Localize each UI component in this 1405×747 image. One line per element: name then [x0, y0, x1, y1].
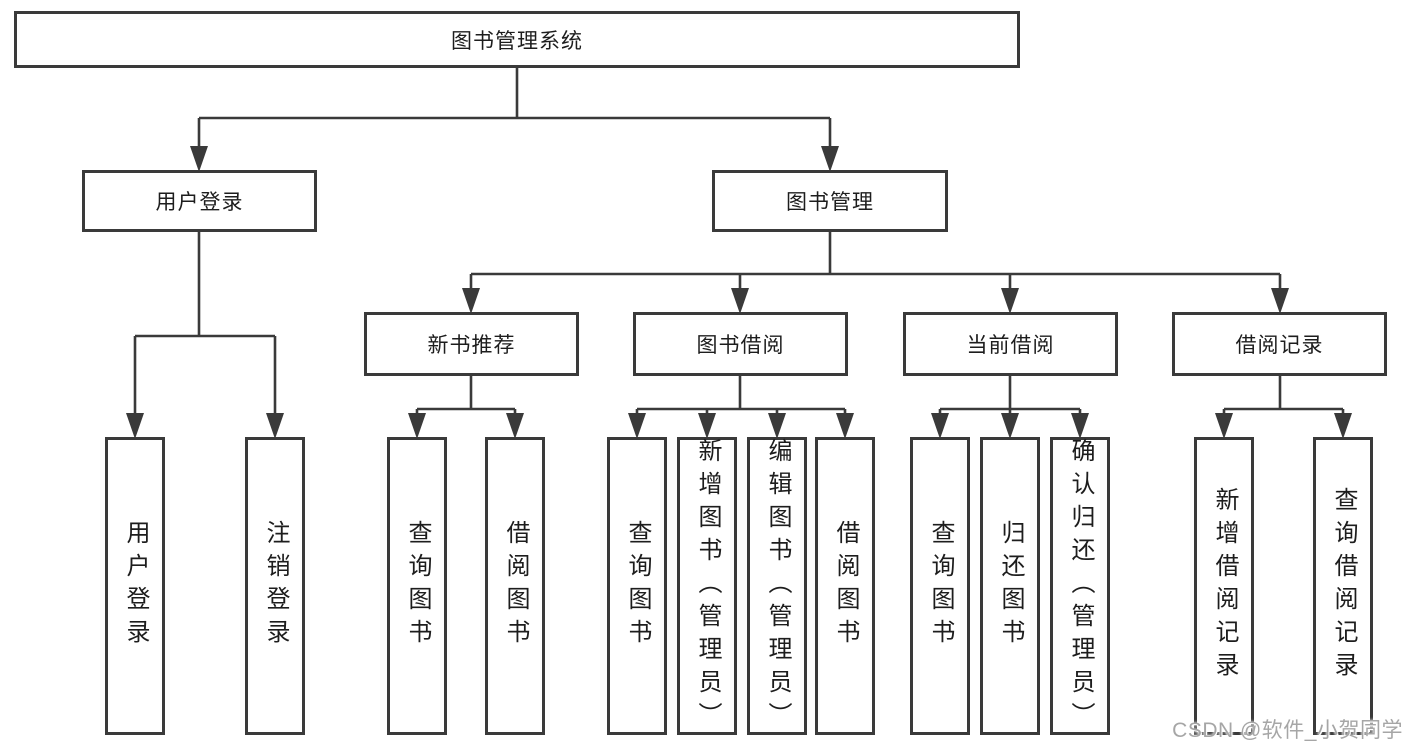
leaf-label: 查询图书 [927, 520, 954, 652]
arrowhead-icon [698, 413, 716, 439]
leaf-label: 借阅图书 [502, 520, 529, 652]
node-label: 图书管理系统 [451, 29, 583, 53]
leaf-label: 查询图书 [624, 520, 651, 652]
arrowhead-icon [1001, 288, 1019, 314]
node-label: 当前借阅 [966, 334, 1055, 357]
leaf-records-add-record: 新增借阅记录 [1194, 437, 1254, 735]
node-book-borrow: 图书借阅 [633, 312, 848, 376]
arrowhead-icon [266, 413, 284, 439]
arrowhead-icon [1071, 413, 1089, 439]
arrowhead-icon [1215, 413, 1233, 439]
leaf-borrow-borrow-books: 借阅图书 [815, 437, 875, 735]
node-label: 图书管理 [786, 191, 874, 214]
arrowhead-icon [931, 413, 949, 439]
arrowhead-icon [1001, 413, 1019, 439]
node-borrow-records: 借阅记录 [1172, 312, 1387, 376]
arrowheads [126, 146, 1352, 439]
leaf-borrow-add-books-admin: 新增图书（管理员） [677, 437, 737, 735]
node-label: 用户登录 [155, 191, 244, 214]
leaf-label: 查询图书 [404, 520, 431, 652]
leaf-label: 新增图书（管理员） [694, 437, 721, 735]
csdn-watermark: CSDN @软件_小贺同学 [1172, 719, 1403, 742]
leaf-label: 借阅图书 [832, 520, 859, 652]
arrowhead-icon [126, 413, 144, 439]
leaf-label: 注销登录 [262, 520, 289, 652]
node-root-system: 图书管理系统 [14, 11, 1020, 68]
node-label: 新书推荐 [427, 334, 516, 357]
arrowhead-icon [731, 288, 749, 314]
node-label: 借阅记录 [1235, 334, 1324, 357]
leaf-current-return-books: 归还图书 [980, 437, 1040, 735]
arrowhead-icon [462, 288, 480, 314]
leaf-label: 编辑图书（管理员） [764, 437, 791, 735]
leaf-borrow-edit-books-admin: 编辑图书（管理员） [747, 437, 807, 735]
arrowhead-icon [1334, 413, 1352, 439]
node-current-borrow: 当前借阅 [903, 312, 1118, 376]
leaf-recommend-borrow-books: 借阅图书 [485, 437, 545, 735]
leaf-logout: 注销登录 [245, 437, 305, 735]
arrowhead-icon [506, 413, 524, 439]
connector-root-to-level1 [197, 68, 832, 147]
connector-new-book-to-leaves [415, 376, 517, 414]
node-user-login: 用户登录 [82, 170, 317, 232]
leaf-records-query-record: 查询借阅记录 [1313, 437, 1373, 735]
leaf-label: 归还图书 [997, 520, 1024, 652]
connector-current-borrow-to-leaves [938, 376, 1082, 414]
arrowhead-icon [628, 413, 646, 439]
arrowhead-icon [408, 413, 426, 439]
connector-book-management-to-level2 [469, 232, 1282, 289]
node-book-management: 图书管理 [712, 170, 948, 232]
leaf-label: 用户登录 [122, 520, 149, 652]
leaf-label: 新增借阅记录 [1211, 487, 1238, 685]
arrowhead-icon [821, 146, 839, 172]
leaf-current-confirm-return-admin: 确认归还（管理员） [1050, 437, 1110, 735]
arrowhead-icon [190, 146, 208, 172]
connector-user-login-to-leaves [133, 232, 277, 414]
leaf-label: 确认归还（管理员） [1067, 437, 1094, 735]
leaf-label: 查询借阅记录 [1330, 487, 1357, 685]
leaf-user-login: 用户登录 [105, 437, 165, 735]
connector-borrow-records-to-leaves [1222, 376, 1345, 414]
arrowhead-icon [836, 413, 854, 439]
node-new-book-recommend: 新书推荐 [364, 312, 579, 376]
leaf-current-query-books: 查询图书 [910, 437, 970, 735]
leaf-borrow-query-books: 查询图书 [607, 437, 667, 735]
node-label: 图书借阅 [696, 334, 785, 357]
arrowhead-icon [768, 413, 786, 439]
arrowhead-icon [1271, 288, 1289, 314]
connector-book-borrow-to-leaves [635, 376, 847, 414]
leaf-recommend-query-books: 查询图书 [387, 437, 447, 735]
